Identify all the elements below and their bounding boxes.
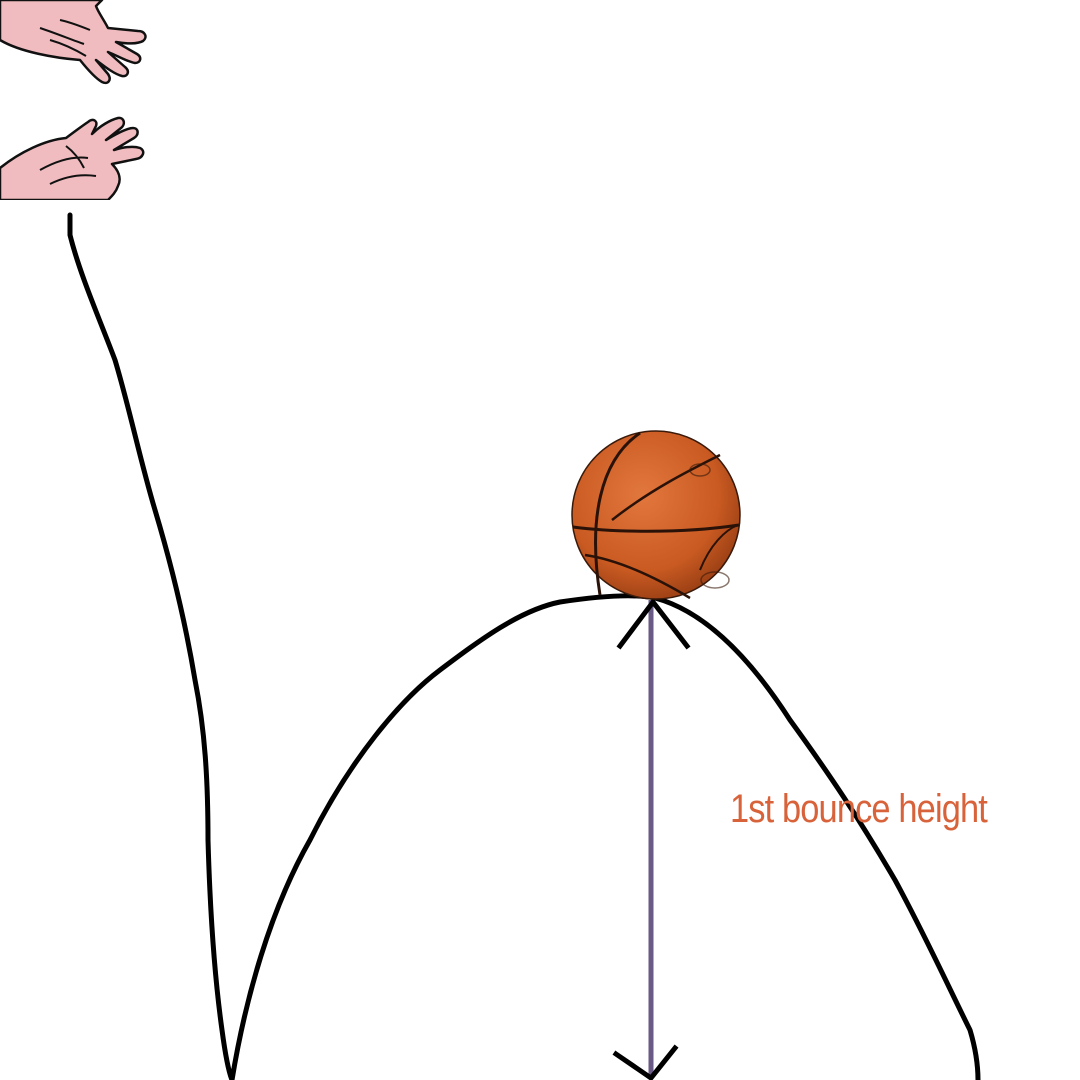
down-arrowhead-icon [612, 1044, 679, 1080]
bottom-hand-icon [0, 116, 150, 212]
trajectory-curve [67, 212, 981, 1080]
basketball-icon [571, 430, 741, 600]
up-arrowhead-icon [616, 597, 691, 650]
bounce-height-label: 1st bounce height [730, 787, 988, 831]
top-hand-icon [0, 0, 147, 85]
